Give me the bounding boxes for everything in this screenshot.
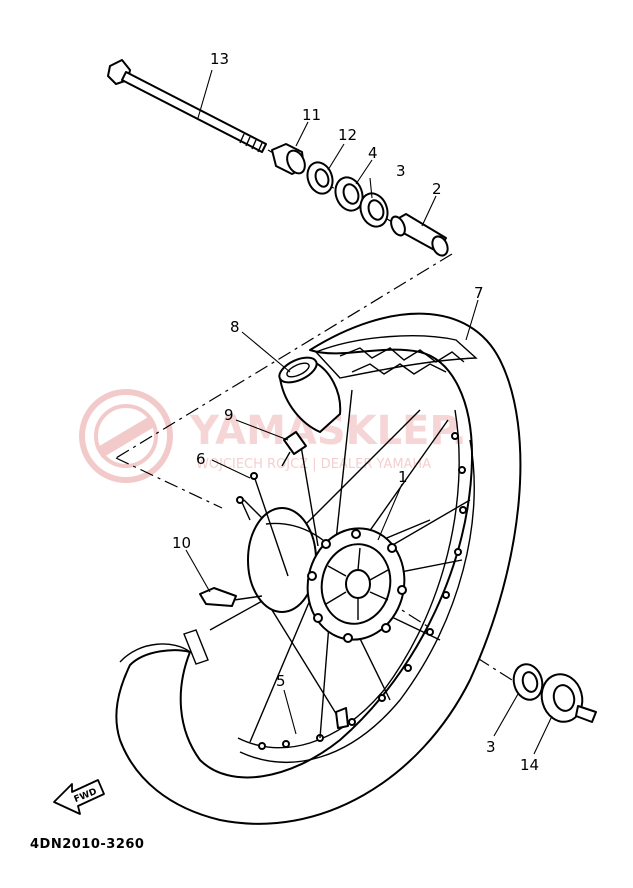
rim-nipples: [258, 432, 467, 750]
watermark-brand: YAMASKLEP.PL: [189, 408, 521, 454]
callout-12: 12: [338, 126, 357, 144]
callout-9: 9: [224, 406, 234, 424]
oil-seal-12: [306, 161, 334, 195]
tire-bead-clip: [183, 496, 251, 665]
part-code: 4DN2010-3260: [30, 837, 144, 852]
fwd-arrow-icon: FWD: [53, 779, 105, 815]
spacer-2: [390, 213, 449, 257]
callout-4: 4: [368, 144, 378, 162]
watermark-logo-icon: [79, 389, 173, 483]
rim: [237, 409, 475, 763]
callout-1: 1: [398, 468, 408, 486]
watermark-tagline: WOJCIECH ROJCZ | DEALER YAMAHA: [196, 457, 431, 472]
collar-11: [271, 143, 306, 175]
callout-8: 8: [230, 318, 240, 336]
valve-stem-10: [199, 587, 263, 607]
bearing-4: [334, 176, 364, 212]
meter-gear-14: [540, 673, 597, 723]
watermark: YAMASKLEP.PL WOJCIECH ROJCZ | DEALER YAM…: [79, 389, 521, 483]
callout-6: 6: [196, 450, 206, 468]
hub-flange-1: [306, 527, 407, 643]
callout-14: 14: [520, 756, 539, 774]
leader-lines: [185, 69, 553, 755]
callout-2: 2: [432, 180, 442, 198]
bearing-3-lower: [512, 663, 544, 701]
callout-5: 5: [276, 672, 286, 690]
callout-13: 13: [210, 50, 229, 68]
valve-9: [281, 431, 307, 467]
axle-13: [107, 59, 267, 153]
tire-7: [115, 312, 522, 825]
callout-7: 7: [474, 284, 484, 302]
rim-band-8: [278, 356, 342, 433]
callout-3-upper: 3: [396, 162, 406, 180]
callout-10: 10: [172, 534, 191, 552]
callouts: 13 11 12 4 3 2 7 8 9 6 1 10 5 3 14: [172, 50, 539, 774]
callout-11: 11: [302, 106, 321, 124]
callout-3-lower: 3: [486, 738, 496, 756]
spoke-6: [250, 472, 289, 577]
bearing-3-upper: [359, 192, 389, 228]
spoke-nipples-5: [335, 707, 349, 729]
